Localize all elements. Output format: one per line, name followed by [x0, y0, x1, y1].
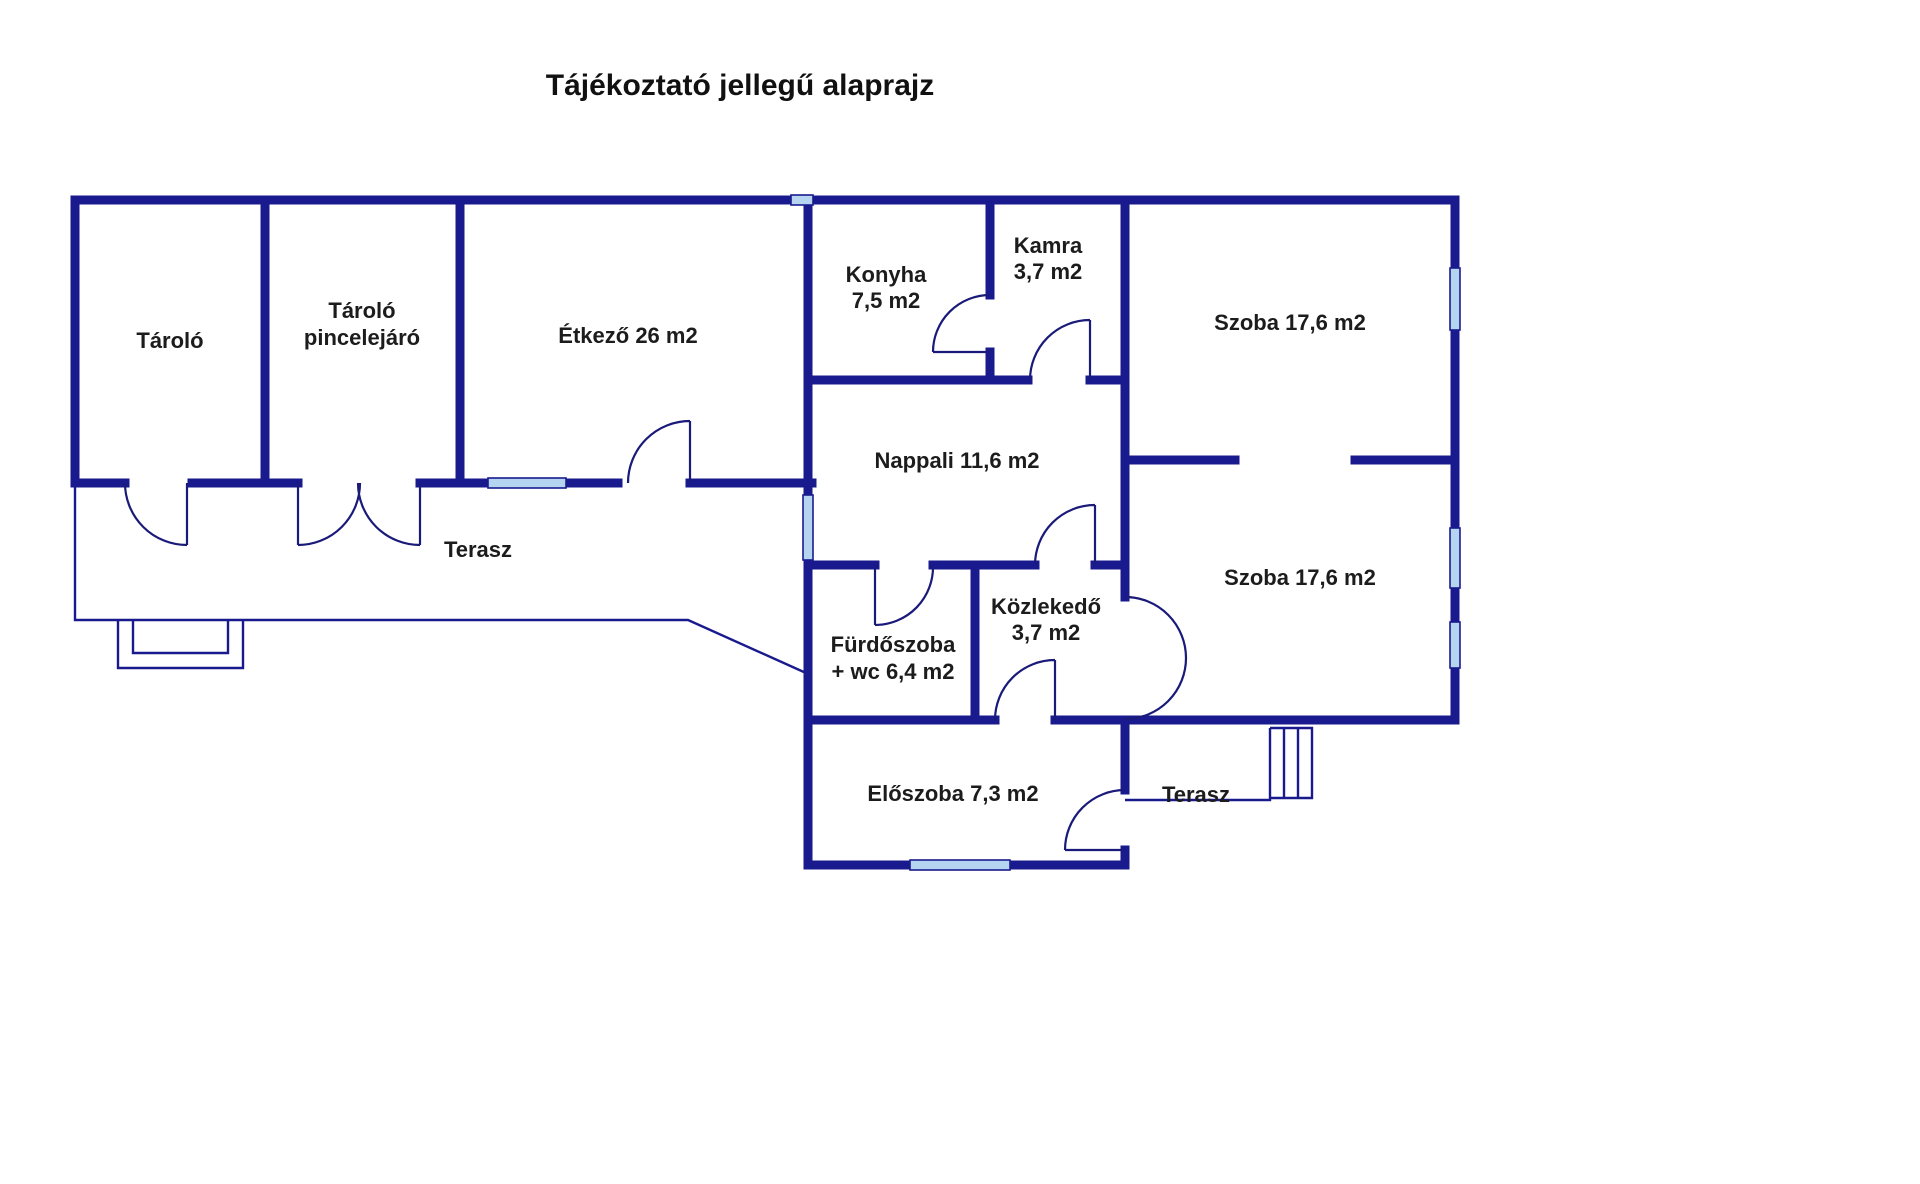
room-label-furdoszoba-2: + wc 6,4 m2: [832, 659, 955, 684]
door-nappali-kozlekedo: [1033, 503, 1097, 566]
room-label-kamra-2: 3,7 m2: [1014, 259, 1083, 284]
window-nappali-terasz: [802, 494, 814, 561]
terrace-right-outline: [1125, 728, 1272, 802]
room-label-kozlekedo-1: Közlekedő: [991, 594, 1101, 619]
room-label-etkezo: Étkező 26 m2: [558, 323, 697, 348]
doors: [123, 293, 1188, 852]
steps-right: [1270, 726, 1314, 800]
steps-left: [116, 620, 245, 670]
door-double-pincelejaro: [296, 482, 422, 547]
window-szoba-also-east-2: [1449, 621, 1461, 669]
room-label-tarolo: Tároló: [136, 328, 203, 353]
window-szoba-also-east-1: [1449, 527, 1461, 589]
room-label-terasz-bal: Terasz: [444, 537, 512, 562]
door-kamra: [1028, 318, 1092, 381]
windows: [487, 194, 1461, 871]
room-label-kozlekedo-2: 3,7 m2: [1012, 620, 1081, 645]
door-eloszoba-terasz: [1063, 788, 1126, 852]
room-label-tarolo-pince-1: Tároló: [328, 298, 395, 323]
page-title: Tájékoztató jellegű alaprajz: [546, 69, 934, 102]
room-label-szoba-felso: Szoba 17,6 m2: [1214, 310, 1366, 335]
wall-outer: [70, 195, 1460, 725]
terrace-outlines: [73, 483, 1314, 802]
room-label-konyha-1: Konyha: [846, 262, 927, 287]
room-label-eloszoba: Előszoba 7,3 m2: [867, 781, 1038, 806]
walls: [70, 195, 1460, 870]
room-label-furdoszoba-1: Fürdőszoba: [831, 632, 956, 657]
window-eloszoba-south: [909, 859, 1011, 871]
room-labels: Tároló Tároló pincelejáró Étkező 26 m2 K…: [136, 233, 1375, 807]
room-label-konyha-2: 7,5 m2: [852, 288, 921, 313]
walls-horizontal-inner: [70, 375, 1460, 870]
room-label-szoba-also: Szoba 17,6 m2: [1224, 565, 1376, 590]
door-furdoszoba: [873, 564, 935, 627]
door-tarolo: [123, 482, 189, 547]
door-double-kozlekedo-szoba: [1124, 595, 1188, 721]
room-label-nappali: Nappali 11,6 m2: [874, 448, 1039, 473]
room-label-tarolo-pince-2: pincelejáró: [304, 325, 420, 350]
window-top-wall: [790, 194, 814, 206]
room-label-terasz-jobb: Terasz: [1162, 782, 1230, 807]
window-etkezo-terasz: [487, 477, 567, 489]
door-etkezo-terasz: [626, 419, 692, 484]
door-kozlekedo-eloszoba: [993, 658, 1057, 721]
window-szoba-felso-east: [1449, 267, 1461, 331]
terrace-left-outline: [73, 483, 807, 675]
room-label-kamra-1: Kamra: [1014, 233, 1083, 258]
door-konyha: [931, 293, 991, 354]
